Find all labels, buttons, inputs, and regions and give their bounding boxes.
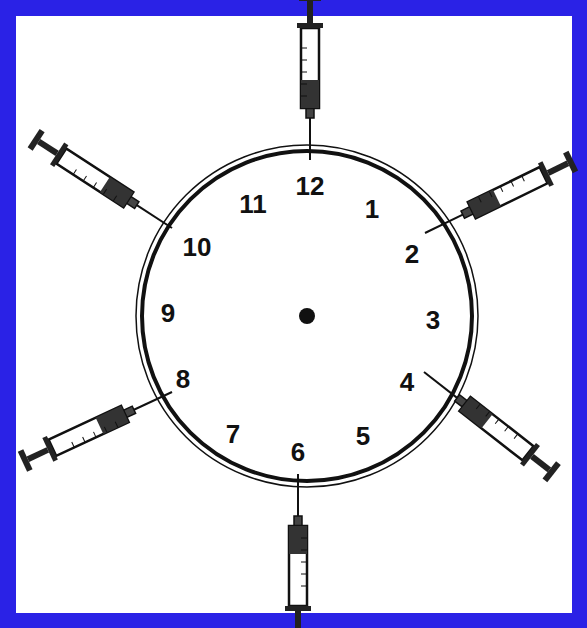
clock-number: 11 bbox=[239, 191, 267, 217]
clock-number: 5 bbox=[356, 423, 370, 449]
clock-number: 1 bbox=[365, 196, 379, 222]
clock-number: 7 bbox=[226, 421, 240, 447]
clock-number: 9 bbox=[161, 300, 175, 326]
clock-number: 10 bbox=[183, 234, 212, 260]
clock-number: 6 bbox=[291, 439, 305, 465]
clock-number: 4 bbox=[400, 369, 414, 395]
clock-number: 8 bbox=[176, 366, 190, 392]
clock-number: 12 bbox=[296, 173, 325, 199]
clock-number: 2 bbox=[405, 241, 419, 267]
clock-number: 3 bbox=[426, 307, 440, 333]
